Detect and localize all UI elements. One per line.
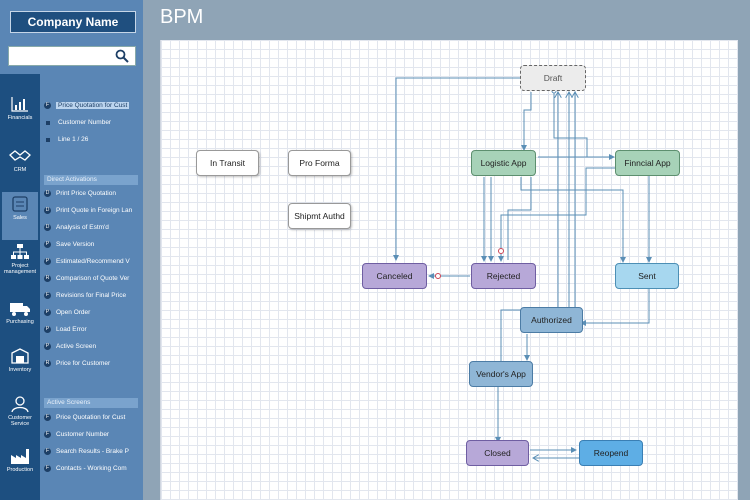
nav-label: Project management: [3, 263, 37, 275]
node-financial-app[interactable]: Finncial App: [615, 150, 680, 176]
context-item[interactable]: Customer Number: [44, 119, 142, 133]
search-input[interactable]: [8, 46, 136, 66]
nav-crm[interactable]: CRM: [2, 144, 38, 192]
inventory-icon: [11, 348, 29, 364]
node-logistic-app[interactable]: Logistic App: [471, 150, 536, 176]
node-canceled[interactable]: Canceled: [362, 263, 427, 289]
node-in-transit[interactable]: In Transit: [196, 150, 259, 176]
bullet-icon: [46, 137, 50, 142]
nav-inventory[interactable]: Inventory: [2, 344, 38, 392]
node-closed[interactable]: Closed: [466, 440, 529, 466]
user-icon: [11, 396, 29, 413]
page-title: BPM: [160, 6, 204, 28]
context-item[interactable]: Line 1 / 26: [44, 136, 142, 150]
sidebar: Company Name Financials CRM Sales Projec…: [0, 0, 143, 500]
nav-production[interactable]: Production: [2, 444, 38, 492]
node-pro-forma[interactable]: Pro Forma: [288, 150, 351, 176]
module-nav: Financials CRM Sales Project management …: [0, 74, 40, 500]
nav-label: CRM: [13, 167, 27, 173]
bpm-canvas[interactable]: Draft In Transit Pro Forma Shipmt Authd …: [160, 40, 738, 500]
node-draft[interactable]: Draft: [520, 65, 586, 91]
sales-icon: [12, 196, 28, 212]
nav-label: Sales: [13, 215, 27, 221]
nav-purchasing[interactable]: Purchasing: [2, 296, 38, 344]
nav-label: Purchasing: [6, 319, 34, 325]
nav-label: Inventory: [8, 367, 32, 373]
node-vendors-app[interactable]: Vendor's App: [469, 361, 533, 387]
chart-icon: [11, 97, 28, 112]
nav-label: Customer Service: [8, 415, 32, 427]
node-authorized[interactable]: Authorized: [520, 307, 583, 333]
nav-label: Production: [6, 467, 34, 473]
nav-sales[interactable]: Sales: [2, 192, 38, 240]
nav-financials[interactable]: Financials: [2, 92, 38, 140]
node-rejected[interactable]: Rejected: [471, 263, 536, 289]
workflow-connectors: [393, 77, 652, 500]
active-screens-header: Active Screens: [44, 398, 138, 408]
search-icon[interactable]: [115, 49, 129, 63]
bullet-icon: [46, 120, 50, 125]
node-sent[interactable]: Sent: [615, 263, 679, 289]
node-shipmt-authd[interactable]: Shipmt Authd: [288, 203, 351, 229]
company-logo: Company Name: [10, 11, 136, 33]
nav-customer-service[interactable]: Customer Service: [2, 392, 38, 440]
truck-icon: [10, 303, 30, 316]
node-reopend[interactable]: Reopend: [579, 440, 643, 466]
direct-activations-header: Direct Activations: [44, 175, 138, 185]
factory-icon: [11, 449, 29, 464]
nav-label: Financials: [7, 115, 33, 121]
nav-project-management[interactable]: Project management: [2, 240, 38, 288]
handshake-icon: [9, 150, 31, 161]
org-chart-icon: [11, 244, 29, 259]
form-badge: F: [44, 102, 51, 109]
